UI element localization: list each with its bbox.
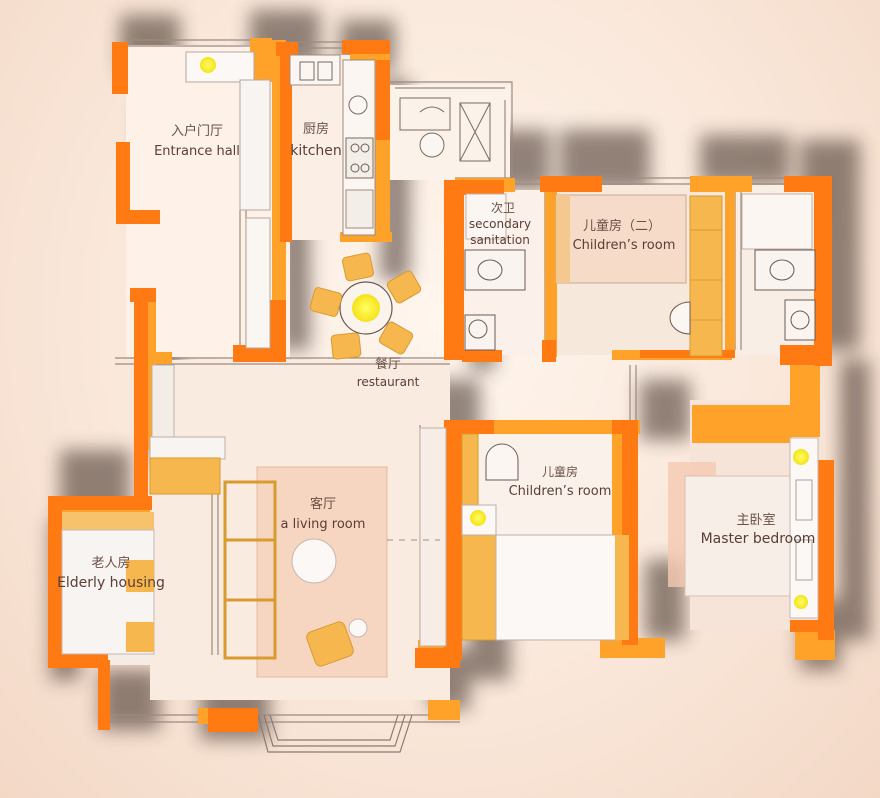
children2-label-en: Children’s room (573, 238, 676, 253)
secondary-label-en-1: secondary (469, 217, 531, 231)
kitchen-label-zh: 厨房 (303, 121, 329, 137)
children2-label-zh: 儿童房（二） (583, 218, 661, 234)
dining-set (309, 252, 422, 360)
master-bath-fixtures (741, 193, 816, 341)
elderly-room-furniture (61, 512, 155, 655)
elderly-label-zh: 老人房 (91, 555, 130, 571)
secondary-label-en-2: sanitation (470, 233, 530, 247)
lamp-master-2 (794, 595, 808, 609)
lamp-master-1 (793, 449, 809, 465)
walls-dark (48, 40, 834, 732)
elderly-label-en: Elderly housing (57, 575, 165, 591)
dining-label-en: restaurant (357, 375, 420, 389)
secondary-label-zh: 次卫 (491, 201, 515, 215)
entrance-label-zh: 入户门厅 (171, 123, 223, 139)
dining-label-zh: 餐厅 (375, 356, 401, 372)
kitchen-label-en: kitchen (290, 143, 342, 159)
children-room-1-furniture (461, 433, 629, 641)
living-label-en: a living room (281, 517, 366, 532)
living-room-furniture (149, 364, 447, 678)
laundry-area (399, 97, 491, 162)
entrance-cabinetry (185, 51, 271, 349)
ceiling-lamps (200, 57, 809, 609)
entrance-label-en: Entrance hall (154, 144, 240, 159)
children1-label-en: Children’s room (509, 484, 612, 499)
master-label-zh: 主卧室 (736, 512, 775, 528)
master-label-en: Master bedroom (701, 531, 816, 547)
master-bedroom-furniture (668, 437, 819, 619)
room-labels: 入户门厅 Entrance hall 厨房 kitchen 次卫 seconda… (57, 121, 815, 591)
children1-label-zh: 儿童房 (542, 464, 578, 479)
living-label-zh: 客厅 (310, 496, 336, 512)
kitchen-counters (289, 54, 376, 236)
children-room-2-furniture (555, 194, 723, 357)
lamp-children-room (470, 510, 486, 526)
lamp-entrance (200, 57, 216, 73)
secondary-bath-fixtures (464, 193, 526, 351)
bay-window (257, 714, 413, 753)
